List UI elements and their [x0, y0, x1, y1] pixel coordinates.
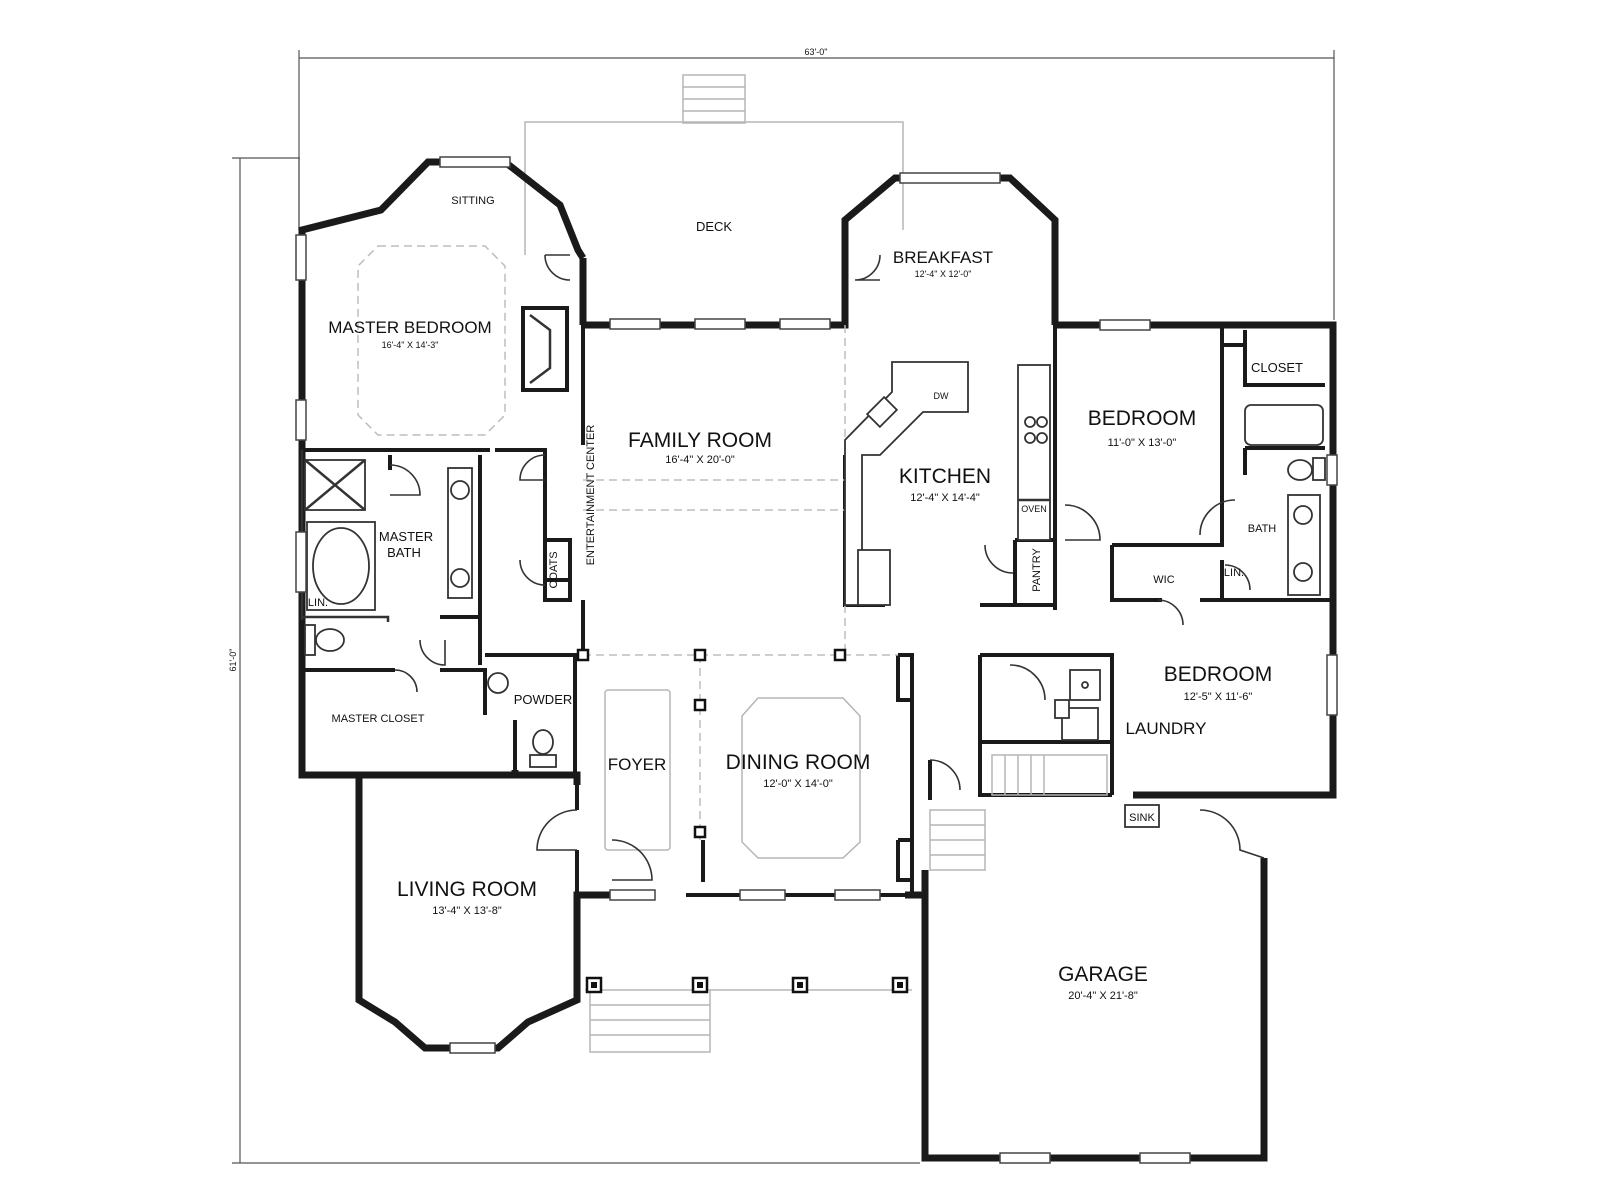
- columns: [576, 648, 909, 994]
- windows: [295, 156, 1338, 1164]
- dining-room-size: 12'-0" X 14'-0": [763, 778, 833, 790]
- bath-label: BATH: [1248, 523, 1277, 535]
- room-labels: SITTING DECK BREAKFAST 12'-4" X 12'-0" M…: [308, 195, 1303, 1002]
- lin-bed-label: LIN.: [1224, 567, 1244, 579]
- garage-size: 20'-4" X 21'-8": [1068, 990, 1138, 1002]
- coats-label: COATS: [548, 551, 560, 588]
- kitchen-counters: [844, 361, 1051, 606]
- wic-label: WIC: [1153, 574, 1174, 586]
- living-room-size: 13'-4" X 13'-8": [432, 905, 502, 917]
- oven-label: OVEN: [1021, 504, 1047, 514]
- deck-label: DECK: [696, 219, 732, 234]
- sitting-label: SITTING: [451, 195, 494, 207]
- powder-label: POWDER: [514, 692, 573, 707]
- closet-label: CLOSET: [1251, 360, 1303, 375]
- dw-label: DW: [934, 391, 949, 401]
- master-bedroom-size: 16'-4" X 14'-3": [382, 340, 439, 350]
- door-swings: [389, 254, 1265, 881]
- bath-fixtures: [1244, 404, 1326, 596]
- pantry-label: PANTRY: [1031, 548, 1043, 592]
- bedroom-2-label: BEDROOM: [1088, 407, 1197, 430]
- master-bath-fixtures: [304, 459, 473, 656]
- laundry-fixtures: [1054, 669, 1101, 741]
- bedroom-2-size: 11'-0" X 13'-0": [1108, 437, 1177, 449]
- master-bath-label-2: BATH: [387, 545, 421, 560]
- kitchen-size: 12'-4" X 14'-4": [910, 492, 980, 504]
- bedroom-3-size: 12'-5" X 11'-6": [1184, 691, 1253, 703]
- entertainment-center-label: ENTERTAINMENT CENTER: [585, 425, 597, 566]
- fireplace: [521, 306, 569, 392]
- living-room-label: LIVING ROOM: [397, 878, 537, 901]
- overall-depth-label: 61'-0": [228, 649, 238, 672]
- front-porch: [585, 989, 912, 1053]
- sink-label: SINK: [1129, 812, 1155, 824]
- overall-width-label: 63'-0": [805, 47, 828, 57]
- breakfast-label: BREAKFAST: [893, 248, 993, 267]
- bedroom-3-label: BEDROOM: [1164, 663, 1273, 686]
- family-room-label: FAMILY ROOM: [628, 429, 772, 452]
- kitchen-label: KITCHEN: [899, 465, 991, 488]
- sink-box: [1124, 804, 1160, 828]
- master-bedroom-label: MASTER BEDROOM: [328, 318, 491, 337]
- lin-master-label: LIN.: [308, 597, 328, 609]
- entertainment-and-coats: [543, 538, 572, 602]
- laundry-label: LAUNDRY: [1126, 719, 1207, 738]
- family-room-size: 16'-4" X 20'-0": [665, 454, 735, 466]
- breakfast-size: 12'-4" X 12'-0": [915, 269, 972, 279]
- master-bath-label-1: MASTER: [379, 529, 433, 544]
- dining-room-label: DINING ROOM: [726, 751, 871, 774]
- powder-fixtures: [487, 672, 557, 768]
- dimension-lines: 63'-0" 61'-0": [228, 47, 1335, 1164]
- master-wing-walls: [298, 158, 849, 1052]
- stairs: [929, 754, 1108, 871]
- foyer-label: FOYER: [608, 755, 667, 774]
- garage-label: GARAGE: [1058, 963, 1148, 986]
- master-closet-label: MASTER CLOSET: [332, 713, 425, 725]
